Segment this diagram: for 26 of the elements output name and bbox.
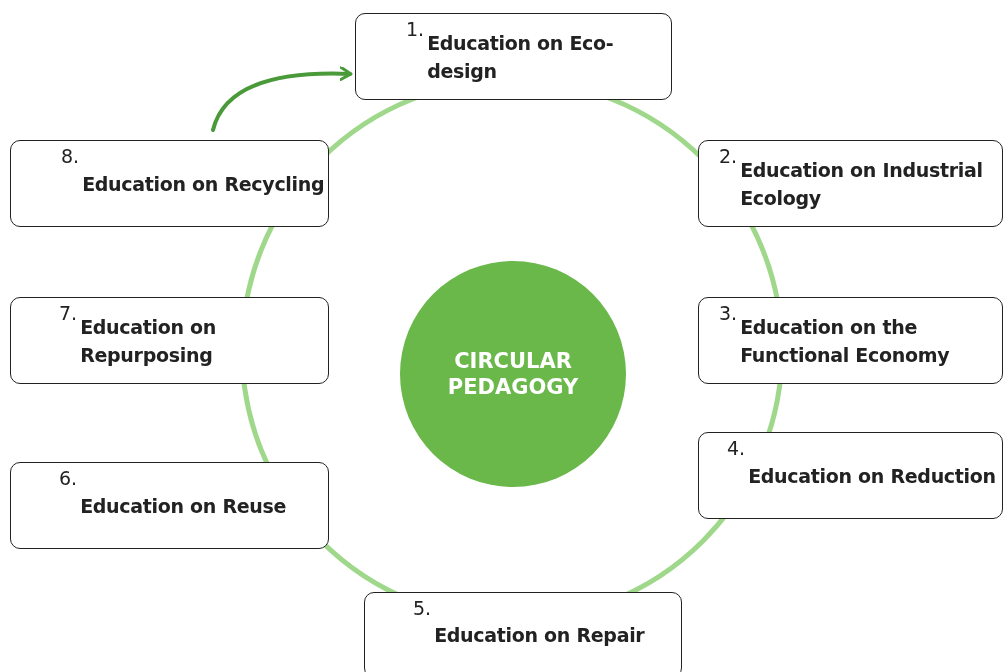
topic-box [10,297,329,384]
step-number: 4. [727,437,746,459]
step-number: 8. [61,145,80,167]
topic-heading: Education on Recycling [82,171,325,197]
topic-box [355,13,672,100]
topic-heading: Education on Eco-design [427,30,615,84]
topic-heading: Education on Reuse [80,493,287,519]
topic-box [10,140,329,227]
step-number: 1. [406,18,425,40]
topic-box [698,140,1003,227]
topic-box [10,462,329,549]
step-number: 3. [719,302,738,324]
topic-box [698,297,1003,384]
step-number: 2. [719,145,738,167]
topic-heading: Education on Repair [434,623,645,648]
topic-heading: Education on Repurposing [80,314,218,368]
curved-arrow [211,66,353,132]
step-number: 5. [413,597,432,619]
step-number: 7. [59,302,78,324]
topic-box [698,432,1003,519]
topic-heading: Education on Reduction [748,463,996,489]
topic-box [364,592,682,672]
topic-heading: Education on Industrial Ecology [740,157,984,211]
step-number: 6. [59,467,78,489]
topic-heading: Education on the Functional Economy [740,314,951,368]
center-label: CIRCULAR PEDAGOGY [446,348,580,400]
